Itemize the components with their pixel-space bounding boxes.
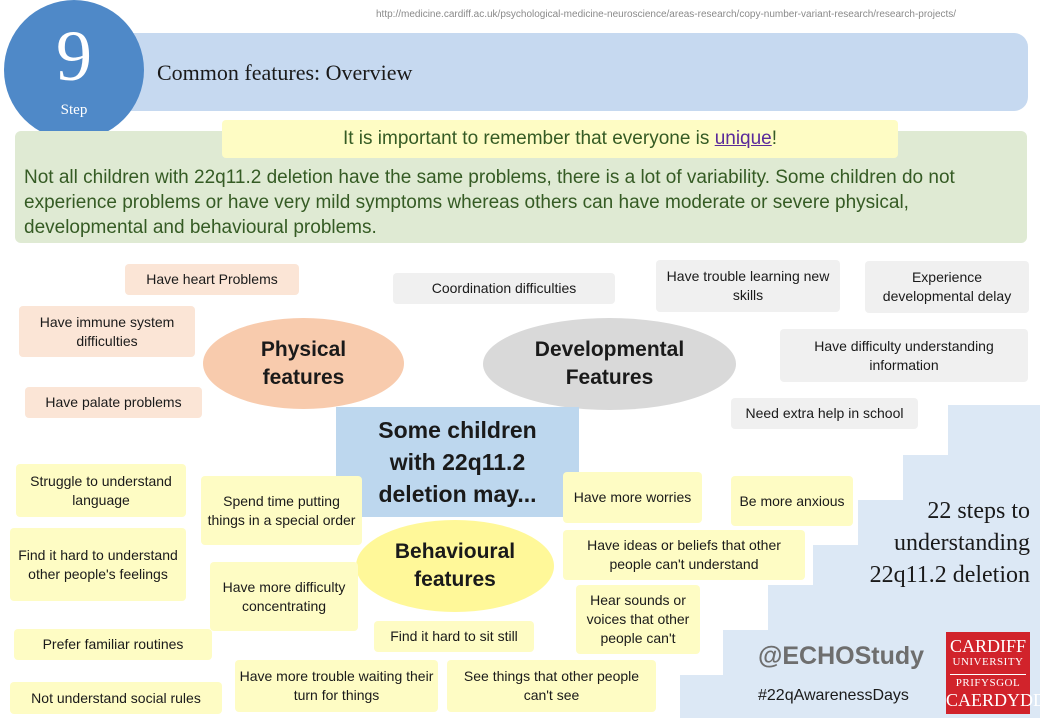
developmental-item: Have trouble learning new skills bbox=[656, 260, 840, 312]
developmental-item: Have difficulty understanding informatio… bbox=[780, 329, 1028, 382]
center-statement: Some children with 22q11.2 deletion may.… bbox=[336, 407, 579, 517]
physical-features-label: Physical features bbox=[260, 337, 347, 389]
behavioural-item: Have ideas or beliefs that other people … bbox=[563, 530, 805, 580]
behavioural-item: Have more worries bbox=[563, 472, 702, 523]
behavioural-item: Find it hard to sit still bbox=[374, 621, 534, 652]
developmental-item: Need extra help in school bbox=[731, 398, 918, 429]
developmental-item: Coordination difficulties bbox=[393, 273, 615, 304]
logo-line-2: UNIVERSITY bbox=[952, 656, 1024, 668]
logo-line-1: CARDIFF bbox=[949, 636, 1027, 656]
echo-handle: @ECHOStudy bbox=[758, 642, 925, 670]
behavioural-item: Have more difficulty concentrating bbox=[210, 562, 358, 631]
developmental-features-bubble: Developmental Features bbox=[483, 318, 736, 410]
logo-line-3: PRIFYSGOL bbox=[950, 674, 1026, 689]
cardiff-university-logo: CARDIFF UNIVERSITY PRIFYSGOL CAERDYDD bbox=[946, 632, 1040, 714]
intro-text: Not all children with 22q11.2 deletion h… bbox=[24, 167, 955, 238]
unique-note: It is important to remember that everyon… bbox=[222, 120, 898, 158]
step-badge: 9 Step bbox=[4, 0, 144, 140]
step-number: 9 bbox=[56, 16, 92, 96]
behavioural-item: Hear sounds or voices that other people … bbox=[576, 585, 700, 654]
behavioural-item: Be more anxious bbox=[731, 476, 853, 526]
step-label: Step bbox=[60, 102, 88, 118]
behavioural-item: Prefer familiar routines bbox=[14, 629, 212, 660]
physical-item: Have palate problems bbox=[25, 387, 202, 418]
logo-line-4: CAERDYDD bbox=[946, 690, 1040, 710]
header-bar bbox=[92, 33, 1028, 111]
physical-item: Have heart Problems bbox=[125, 264, 299, 295]
behavioural-item: Struggle to understand language bbox=[16, 464, 186, 517]
unique-note-after: ! bbox=[771, 128, 778, 149]
developmental-features-label: Developmental Features bbox=[534, 338, 685, 389]
behavioural-features-bubble: Behavioural features bbox=[356, 520, 554, 612]
source-url: http://medicine.cardiff.ac.uk/psychologi… bbox=[376, 9, 957, 20]
unique-link[interactable]: unique bbox=[714, 128, 772, 149]
behavioural-item: Find it hard to understand other people'… bbox=[10, 528, 186, 601]
steps-tagline: 22 steps to understanding 22q11.2 deleti… bbox=[869, 498, 1030, 588]
behavioural-item: Not understand social rules bbox=[10, 682, 222, 714]
behavioural-features-label: Behavioural features bbox=[394, 540, 516, 591]
awareness-hashtag: #22qAwarenessDays bbox=[758, 687, 909, 704]
developmental-item: Experience developmental delay bbox=[865, 261, 1029, 313]
center-statement-text: Some children with 22q11.2 deletion may.… bbox=[378, 417, 537, 507]
unique-note-before: It is important to remember that everyon… bbox=[342, 128, 715, 149]
behavioural-item: Have more trouble waiting their turn for… bbox=[235, 660, 438, 712]
behavioural-item: Spend time putting things in a special o… bbox=[201, 476, 362, 545]
physical-item: Have immune system difficulties bbox=[19, 306, 195, 357]
behavioural-item: See things that other people can't see bbox=[447, 660, 656, 712]
page-title: Common features: Overview bbox=[157, 60, 413, 85]
physical-features-bubble: Physical features bbox=[203, 318, 404, 409]
